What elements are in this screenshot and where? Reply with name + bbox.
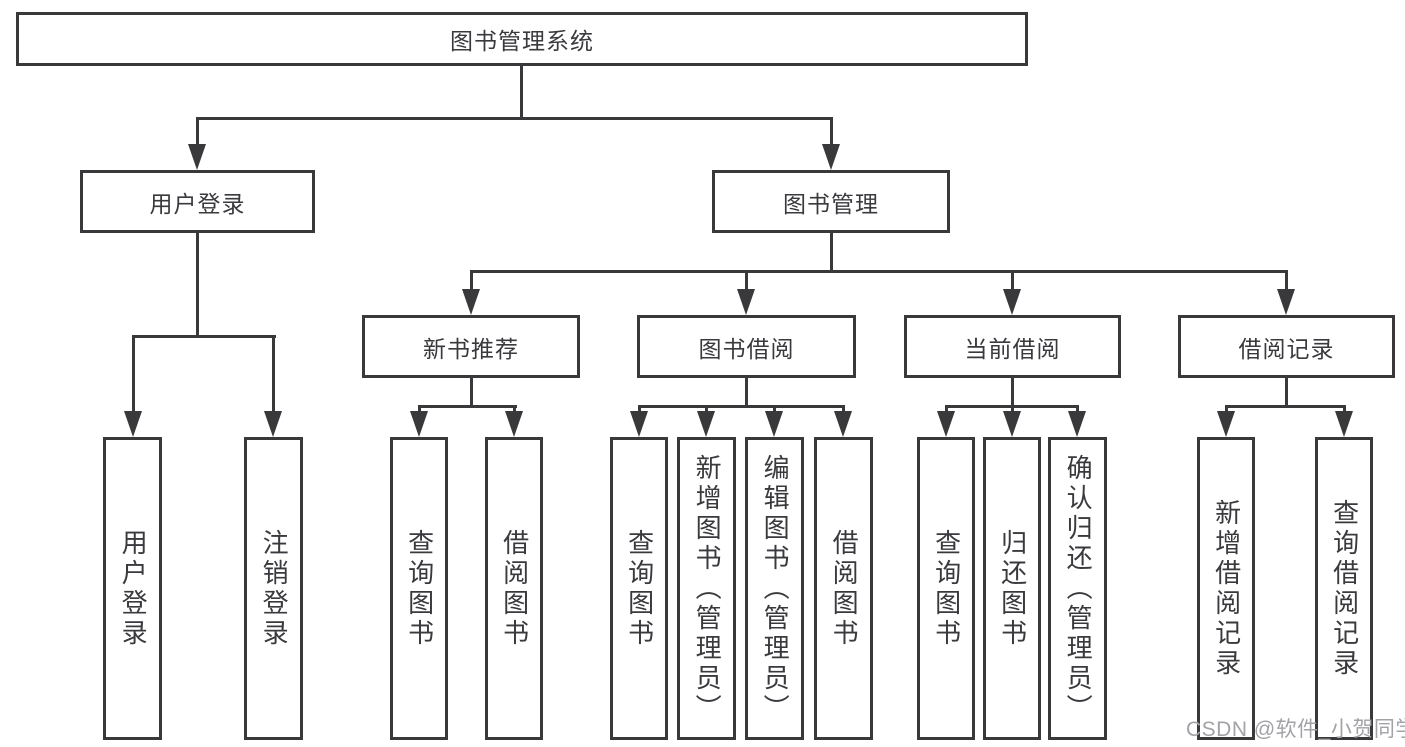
connector-line [513,405,516,414]
connector-line [638,405,641,414]
arrow-down-icon [737,289,755,315]
node-logout: 注销登录 [244,437,303,740]
node-query-books-1: 查询图书 [390,437,448,740]
arrow-down-icon [834,411,852,437]
connector-line [1285,377,1288,407]
connector-line [705,405,708,414]
connector-line [1076,405,1079,414]
node-add-books-admin: 新增图书（管理员） [677,437,736,740]
watermark: CSDN @软件_小贺同学 [1186,718,1405,741]
node-query-borrow-record: 查询借阅记录 [1315,437,1373,740]
arrow-down-icon [1003,289,1021,315]
connector-line [196,117,833,120]
arrow-down-icon [765,411,783,437]
connector-line [638,405,845,408]
arrow-down-icon [697,411,715,437]
node-borrow-books-2: 借阅图书 [814,437,873,740]
connector-line [196,232,199,336]
node-borrow-records: 借阅记录 [1178,315,1395,378]
arrow-down-icon [188,144,206,170]
arrow-down-icon [822,144,840,170]
node-return-books: 归还图书 [983,437,1041,740]
node-edit-books-admin: 编辑图书（管理员） [745,437,804,740]
connector-line [196,117,199,145]
node-user-login: 用户登录 [80,170,315,233]
connector-line [773,405,776,414]
connector-line [830,117,833,145]
connector-line [830,232,833,272]
arrow-down-icon [937,411,955,437]
node-new-book-recommend: 新书推荐 [362,315,580,378]
connector-line [842,405,845,414]
connector-line [470,270,1288,273]
arrow-down-icon [124,411,142,437]
connector-line [945,405,948,414]
node-root: 图书管理系统 [16,12,1028,66]
arrow-down-icon [410,411,428,437]
connector-line [745,270,748,291]
connector-line [272,335,275,413]
connector-line [745,377,748,407]
node-user-login-leaf: 用户登录 [103,437,162,740]
connector-line [520,64,523,118]
node-query-books-2: 查询图书 [610,437,668,740]
node-book-management: 图书管理 [712,170,950,233]
arrow-down-icon [1335,411,1353,437]
arrow-down-icon [1068,411,1086,437]
connector-line [470,270,473,291]
arrow-down-icon [462,289,480,315]
connector-line [1011,270,1014,291]
connector-line [132,335,276,338]
connector-line [470,377,473,407]
connector-line [1225,405,1346,408]
arrow-down-icon [264,411,282,437]
connector-line [1225,405,1228,414]
arrow-down-icon [630,411,648,437]
node-query-books-3: 查询图书 [917,437,975,740]
node-borrow-books-1: 借阅图书 [485,437,543,740]
connector-line [132,335,135,413]
node-confirm-return-admin: 确认归还（管理员） [1048,437,1107,740]
arrow-down-icon [505,411,523,437]
node-book-borrow: 图书借阅 [637,315,856,378]
connector-line [1011,377,1014,407]
node-add-borrow-record: 新增借阅记录 [1197,437,1255,740]
connector-line [418,405,517,408]
arrow-down-icon [1217,411,1235,437]
connector-line [418,405,421,414]
connector-line [1285,270,1288,291]
node-current-borrow: 当前借阅 [904,315,1121,378]
connector-line [1343,405,1346,414]
arrow-down-icon [1003,411,1021,437]
connector-line [1011,405,1014,414]
arrow-down-icon [1277,289,1295,315]
